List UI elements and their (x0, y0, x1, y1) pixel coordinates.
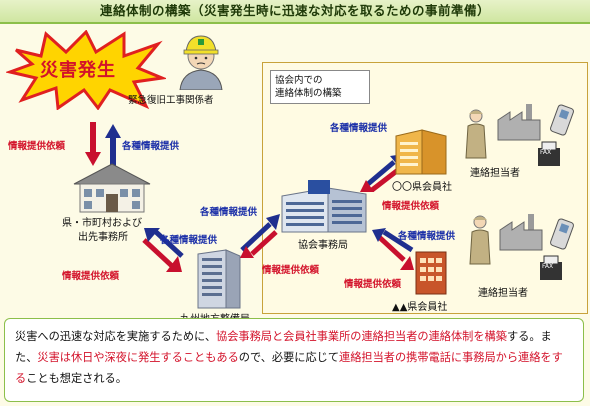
edge-label-provide-1: 各種情報提供 (122, 141, 180, 152)
association-frame-label-line2: 連絡体制の構築 (275, 88, 342, 99)
member-b-building-icon (415, 251, 447, 295)
contact-b-label: 連絡担当者 (478, 288, 528, 299)
worker-municipality-arrows (85, 122, 121, 168)
edge-label-request-1: 情報提供依頼 (8, 141, 66, 152)
municipality-label-line2: 出先事務所 (78, 232, 128, 243)
municipal-office-icon (73, 163, 151, 213)
note-part-5: ので、必要に応じて (238, 351, 340, 364)
contact-b-factory-icon (499, 214, 543, 251)
contact-a-factory-icon (497, 104, 541, 141)
disaster-burst-text: 災害発生 (40, 60, 116, 81)
contact-b-worker-icon (469, 215, 491, 265)
edge-label-provide-2: 各種情報提供 (200, 207, 258, 218)
association-frame-label-line1: 協会内での (275, 75, 323, 86)
note-part-3: する。また、 (15, 330, 552, 364)
edge-label-provide-4: 各種情報提供 (330, 123, 388, 134)
contact-b-mobile-phone-icon (550, 218, 574, 250)
disaster-burst-icon (6, 30, 166, 110)
kyushu-bureau-building-icon (197, 249, 241, 309)
contact-b-fax-icon (540, 255, 562, 280)
municipality-kyushu-arrows (142, 228, 184, 272)
note-part-7: ことも想定される。 (26, 372, 127, 385)
office-member-b-arrows (372, 228, 414, 270)
note-part-2-highlight: 協会事務局と会員社事業所の連絡担当者の連絡体制を構築 (216, 330, 507, 343)
diagram-title: 連絡体制の構築（災害発生時に迅速な対応を取るための事前準備） (0, 0, 590, 24)
association-office-building-icon (281, 180, 367, 233)
kyushu-association-arrows (240, 214, 280, 258)
member-a-building-icon (395, 129, 447, 175)
contact-a-worker-icon (465, 109, 487, 159)
edge-label-provide-5: 各種情報提供 (398, 231, 456, 242)
contact-a-label: 連絡担当者 (470, 168, 520, 179)
association-frame-label: 協会内での 連絡体制の構築 (270, 70, 370, 104)
edge-label-request-4: 情報提供依頼 (382, 201, 440, 212)
contact-a-fax-icon (538, 141, 560, 166)
member-a-label: 〇〇県会員社 (392, 182, 452, 193)
edge-label-request-2: 情報提供依頼 (62, 271, 120, 282)
worker-label: 緊急復旧工事関係者 (128, 95, 214, 106)
note-part-1: 災害への迅速な対応を実施するために、 (15, 330, 217, 343)
member-b-label: ▲▲県会員社 (392, 302, 448, 313)
edge-label-request-5: 情報提供依頼 (344, 279, 402, 290)
contact-a-mobile-phone-icon (550, 104, 574, 136)
contact-a-fax-label: FAX (540, 149, 552, 156)
explanation-text: 災害への迅速な対応を実施するために、協会事務局と会員社事業所の連絡担当者の連絡体… (15, 326, 573, 389)
association-office-label: 協会事務局 (298, 240, 348, 251)
explanation-box: 災害への迅速な対応を実施するために、協会事務局と会員社事業所の連絡担当者の連絡体… (4, 318, 584, 402)
note-part-4-highlight: 災害は休日や深夜に発生することもある (37, 351, 239, 364)
municipality-label-line1: 県・市町村および (62, 218, 142, 229)
note-part-6-highlight: 連絡担当者の携帯電話に事務局から連絡をする (15, 351, 563, 385)
hardhat-worker-icon (179, 35, 223, 90)
edge-label-request-3: 情報提供依頼 (262, 265, 320, 276)
contact-b-fax-label: FAX (542, 263, 554, 270)
edge-label-provide-3: 各種情報提供 (160, 235, 218, 246)
